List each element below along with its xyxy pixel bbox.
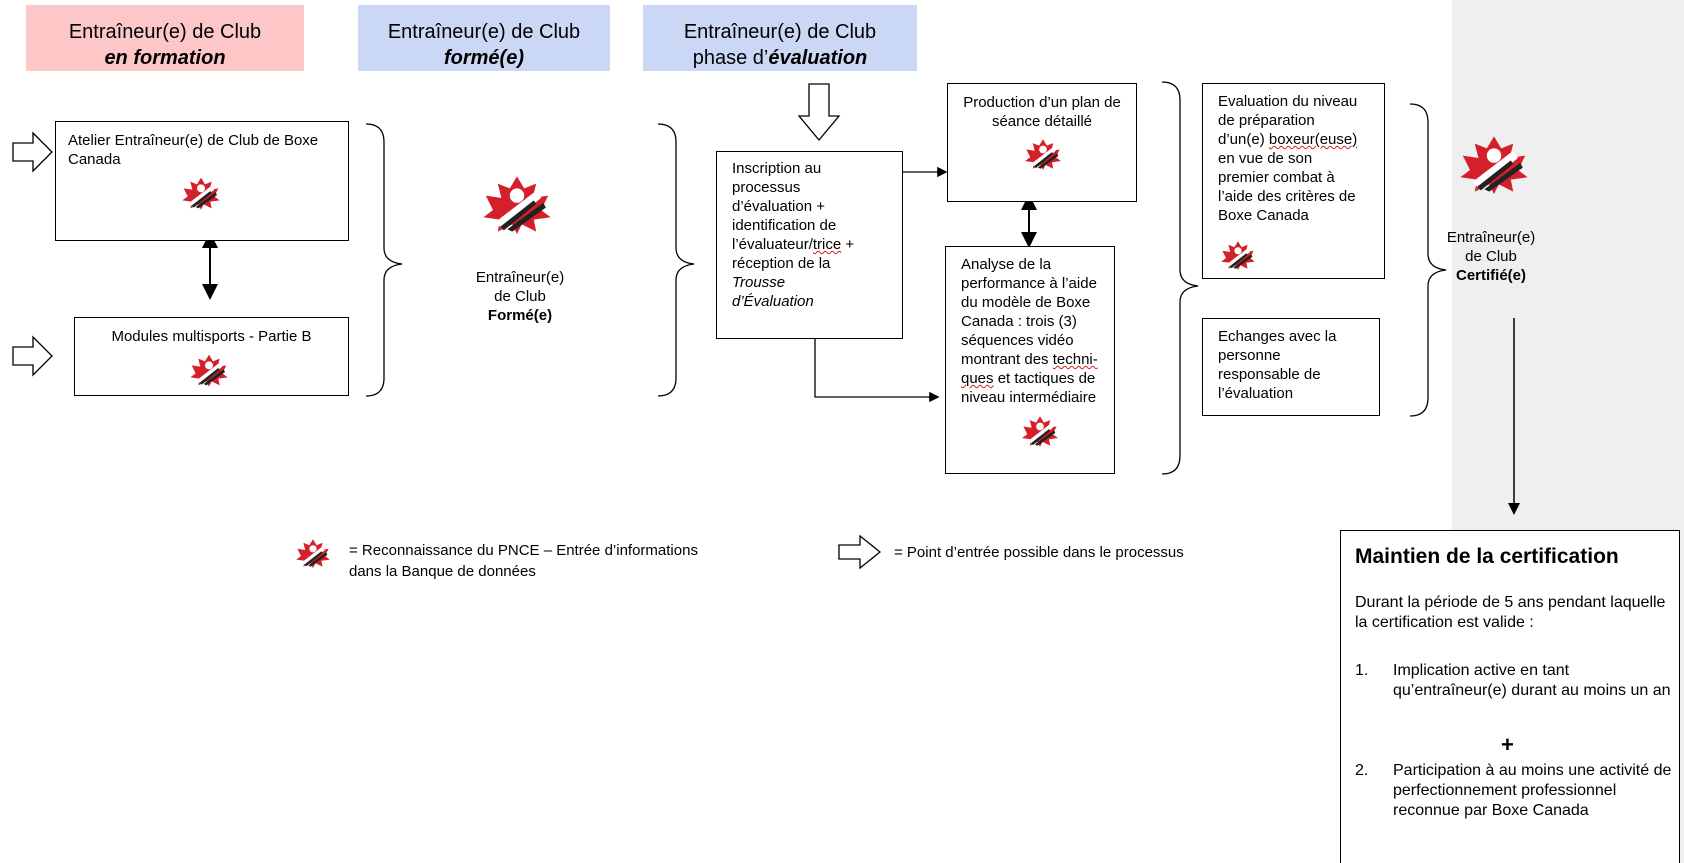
box-inscription: Inscription au processus d’évaluation + …: [716, 151, 903, 339]
inscription-line: d’Évaluation: [732, 293, 814, 310]
analyse-line: performance à l’aide: [961, 275, 1097, 292]
hollow-arrow-icon: [797, 83, 841, 142]
evaluation-line: Evaluation du niveau: [1218, 93, 1358, 110]
inscription-line: processus: [732, 179, 801, 196]
inscription-line: l’évaluateur/: [732, 236, 813, 253]
spellcheck-word: trice: [812, 236, 842, 253]
evaluation-line: de préparation: [1218, 112, 1315, 129]
echanges-line: responsable de: [1218, 366, 1321, 383]
maintien-item: 2. Participation à au moins une activité…: [1355, 761, 1675, 851]
boxe-canada-logo-icon: [1020, 415, 1060, 447]
analyse-line: et tactiques de: [993, 370, 1096, 387]
maintien-title: Maintien de la certification: [1355, 545, 1619, 568]
connector-line: [814, 339, 940, 403]
maintien-item-text: Participation à au moins une activité de…: [1393, 762, 1672, 819]
analyse-line: niveau intermédiaire: [961, 389, 1097, 406]
header-line2: évaluation: [768, 47, 868, 69]
maintien-item-number: 2.: [1355, 762, 1369, 779]
box-evaluation: Evaluation du niveau de préparation d’un…: [1202, 83, 1385, 279]
maintien-item-number: 1.: [1355, 662, 1369, 679]
analyse-line: Canada : trois (3): [961, 313, 1077, 330]
box-atelier: Atelier Entraîneur(e) de Club de Boxe Ca…: [55, 121, 349, 241]
inscription-line: +: [841, 236, 855, 253]
boxe-canada-logo-icon: [1023, 138, 1063, 170]
label-certifie: Entraîneur(e) de Club Certifié(e): [1446, 228, 1536, 285]
analyse-line: Analyse de la: [961, 256, 1052, 273]
hollow-arrow-icon: [838, 534, 882, 570]
label-forme-line3: Formé(e): [487, 307, 553, 324]
brace-right: [1409, 103, 1447, 417]
label-forme-line2: de Club: [494, 288, 546, 305]
spellcheck-word: boxeur(euse): [1268, 131, 1358, 148]
legend-arrow-text: = Point d’entrée possible dans le proces…: [894, 544, 1184, 561]
boxe-canada-logo-icon: [189, 353, 229, 387]
hollow-arrow-icon: [12, 335, 53, 377]
analyse-line: séquences vidéo: [961, 332, 1074, 349]
legend-logo-line2: dans la Banque de données: [349, 563, 536, 580]
maintien-intro: Durant la période de 5 ans pendant laque…: [1355, 594, 1666, 631]
boxe-canada-logo-icon: [1219, 240, 1257, 270]
analyse-line: du modèle de Boxe: [961, 294, 1091, 311]
boxe-canada-logo-icon: [181, 176, 221, 210]
evaluation-line: Boxe Canada: [1218, 207, 1309, 224]
evaluation-line: premier combat à: [1218, 169, 1335, 186]
header-line2: formé(e): [443, 47, 524, 69]
legend-logo-line1: = Reconnaissance du PNCE – Entrée d’info…: [349, 542, 698, 559]
box-atelier-text: Atelier Entraîneur(e) de Club de Boxe Ca…: [68, 132, 319, 168]
label-certifie-line1: Entraîneur(e): [1446, 229, 1536, 246]
inscription-line: Inscription au: [732, 160, 822, 177]
header-line1: Entraîneur(e) de Club: [68, 21, 262, 43]
echanges-line: l’évaluation: [1218, 385, 1294, 402]
boxe-canada-logo-icon: [294, 538, 332, 568]
box-modules: Modules multisports - Partie B: [74, 317, 349, 396]
brace-right: [365, 123, 403, 397]
box-analyse: Analyse de la performance à l’aide du mo…: [945, 246, 1115, 474]
header-forme: Entraîneur(e) de Club formé(e): [358, 5, 610, 71]
header-line1: Entraîneur(e) de Club: [387, 21, 581, 43]
analyse-line: montrant des: [961, 351, 1053, 368]
spellcheck-word: ques: [961, 370, 994, 387]
evaluation-line: l’aide des critères de: [1218, 188, 1356, 205]
maintien-item-text: Implication active en tant qu’entraîneur…: [1393, 662, 1671, 699]
header-line2: en formation: [104, 47, 226, 69]
label-certifie-line2: de Club: [1465, 248, 1517, 265]
box-echanges: Echanges avec la personne responsable de…: [1202, 318, 1380, 416]
plus-sign: +: [1501, 732, 1514, 757]
maintien-box: Maintien de la certification Durant la p…: [1340, 530, 1680, 863]
echanges-line: Echanges avec la: [1218, 328, 1337, 345]
boxe-canada-logo-icon: [1454, 134, 1534, 194]
header-phase-evaluation: Entraîneur(e) de Club phase d’évaluation: [643, 5, 917, 71]
evaluation-line: en vue de son: [1218, 150, 1313, 167]
header-en-formation: Entraîneur(e) de Club en formation: [26, 5, 304, 71]
header-line2-prefix: phase d’: [692, 47, 769, 69]
box-production: Production d’un plan de séance détaillé: [947, 83, 1137, 202]
boxe-canada-logo-icon: [476, 174, 558, 234]
spellcheck-word: techni-: [1052, 351, 1098, 368]
brace-left: [657, 123, 695, 397]
label-forme: Entraîneur(e) de Club Formé(e): [460, 268, 580, 325]
inscription-line: Trousse: [732, 274, 786, 291]
inscription-line: d’évaluation +: [732, 198, 825, 215]
evaluation-line: d’un(e): [1218, 131, 1269, 148]
maintien-item: 1. Implication active en tant qu’entraîn…: [1355, 661, 1675, 721]
inscription-line: réception de la: [732, 255, 831, 272]
hollow-arrow-icon: [12, 131, 53, 173]
echanges-line: personne: [1218, 347, 1281, 364]
label-certifie-line3: Certifié(e): [1455, 267, 1526, 284]
box-modules-text: Modules multisports - Partie B: [111, 328, 312, 345]
inscription-line: identification de: [732, 217, 837, 234]
label-forme-line1: Entraîneur(e): [475, 269, 565, 286]
box-production-text: Production d’un plan de séance détaillé: [963, 94, 1121, 130]
brace-right: [1161, 81, 1199, 475]
legend-logo-text: = Reconnaissance du PNCE – Entrée d’info…: [349, 540, 789, 582]
header-line1: Entraîneur(e) de Club: [683, 21, 877, 43]
